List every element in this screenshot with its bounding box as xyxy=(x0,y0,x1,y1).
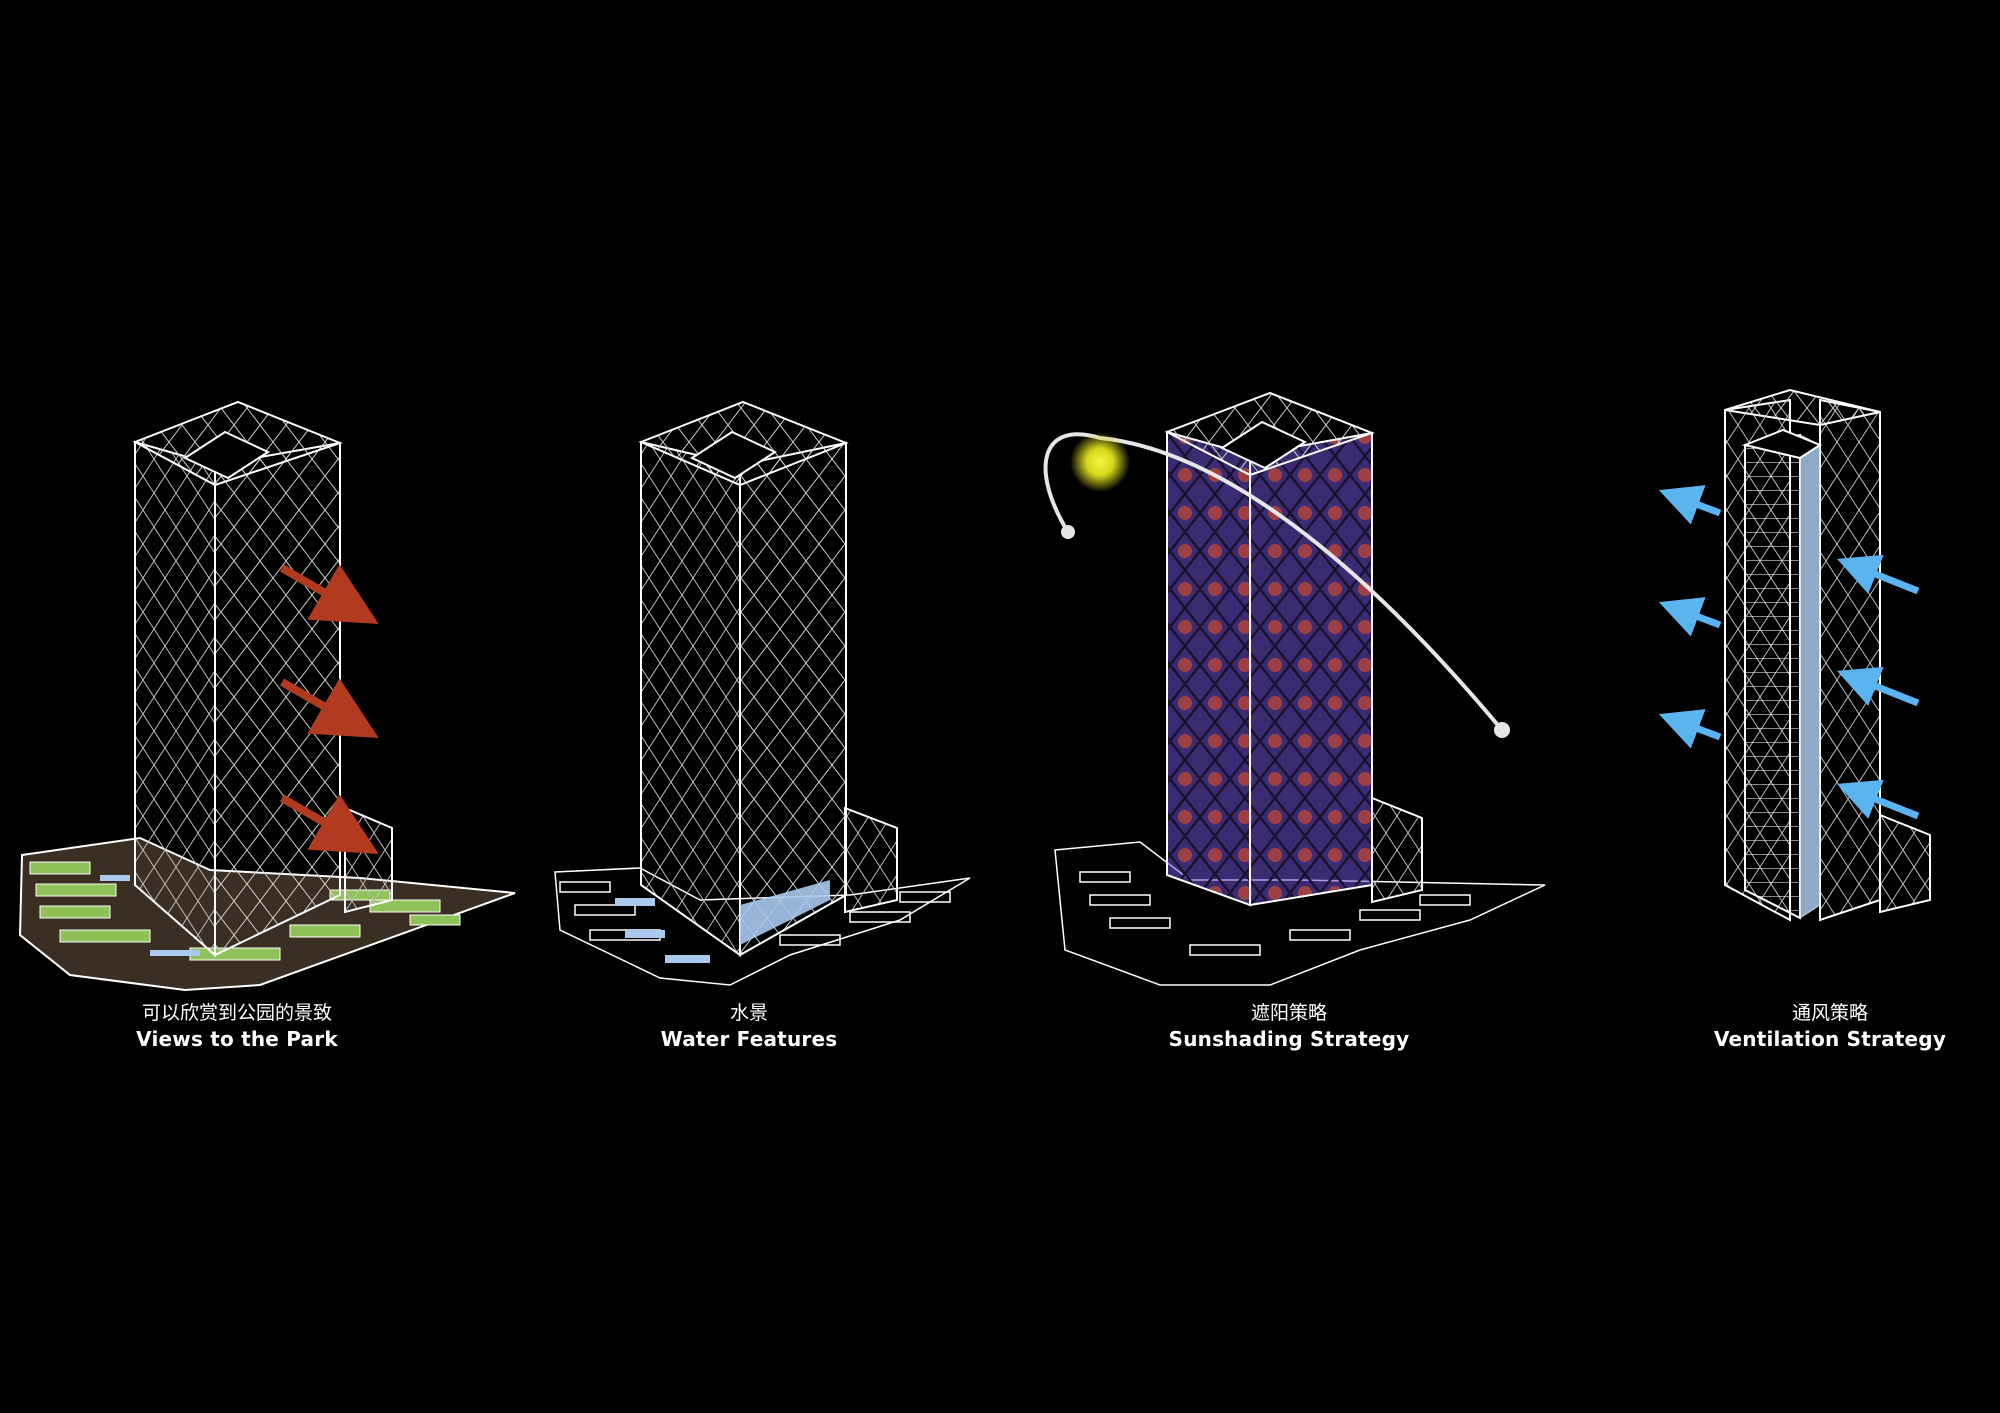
arrow-left-up-icon xyxy=(1658,597,1722,637)
tower-right-face xyxy=(1249,431,1373,907)
caption-en: Sunshading Strategy xyxy=(1168,1026,1410,1051)
sun-path-start xyxy=(1061,525,1075,539)
caption-en: Ventilation Strategy xyxy=(1713,1026,1947,1051)
tower-left-face xyxy=(640,440,741,957)
arrow-right-down-icon xyxy=(279,564,379,855)
tower-right-face xyxy=(739,441,847,957)
caption-zh: 遮阳策略 xyxy=(1250,1002,1327,1024)
arrow-left-up-icon xyxy=(1658,709,1722,749)
roof-core xyxy=(1219,420,1308,470)
caption-zh: 可以欣赏到公园的景致 xyxy=(141,1002,332,1024)
wind-in-arrows xyxy=(1836,554,1920,820)
water-pools xyxy=(615,898,710,963)
podium xyxy=(1371,796,1423,904)
tower-core-top xyxy=(1741,428,1823,460)
tower-left-face xyxy=(1166,430,1251,907)
sun-path-end xyxy=(1494,722,1510,738)
sun-icon xyxy=(1070,432,1130,492)
podium xyxy=(344,806,393,914)
podium xyxy=(1879,813,1931,914)
caption-en: Views to the Park xyxy=(136,1026,338,1051)
panel-water-features xyxy=(554,400,971,986)
panel-sunshading xyxy=(1043,391,1546,986)
wind-out-arrows xyxy=(1658,485,1722,749)
arrow-left-up-icon xyxy=(1836,666,1920,707)
arrow-left-up-icon xyxy=(1658,485,1722,525)
caption-views-to-park: 可以欣赏到公园的景致 Views to the Park xyxy=(37,1001,437,1052)
arrow-left-up-icon xyxy=(1836,554,1920,595)
panel-ventilation xyxy=(1658,388,1931,922)
caption-en: Water Features xyxy=(660,1026,838,1051)
tower-lattice-top xyxy=(1724,388,1881,427)
caption-sunshading: 遮阳策略 Sunshading Strategy xyxy=(1089,1001,1489,1052)
arrow-left-up-icon xyxy=(1836,779,1920,820)
tower-core-side xyxy=(1799,434,1821,919)
caption-ventilation: 通风策略 Ventilation Strategy xyxy=(1630,1001,2000,1052)
roof-core xyxy=(182,430,271,480)
tower-left-face xyxy=(134,440,216,958)
caption-water-features: 水景 Water Features xyxy=(549,1001,949,1052)
tower-right-face xyxy=(214,441,341,957)
water-strips xyxy=(100,875,200,956)
podium xyxy=(844,806,898,914)
water-feature-lobby xyxy=(740,880,830,945)
sun-path-arc xyxy=(1043,432,1504,732)
tower-core xyxy=(1744,433,1801,920)
panel-views-to-park xyxy=(18,400,516,992)
tower-right-lattice xyxy=(1819,398,1881,922)
roof-core xyxy=(689,430,778,480)
caption-zh: 通风策略 xyxy=(1791,1002,1868,1024)
caption-zh: 水景 xyxy=(729,1002,768,1024)
